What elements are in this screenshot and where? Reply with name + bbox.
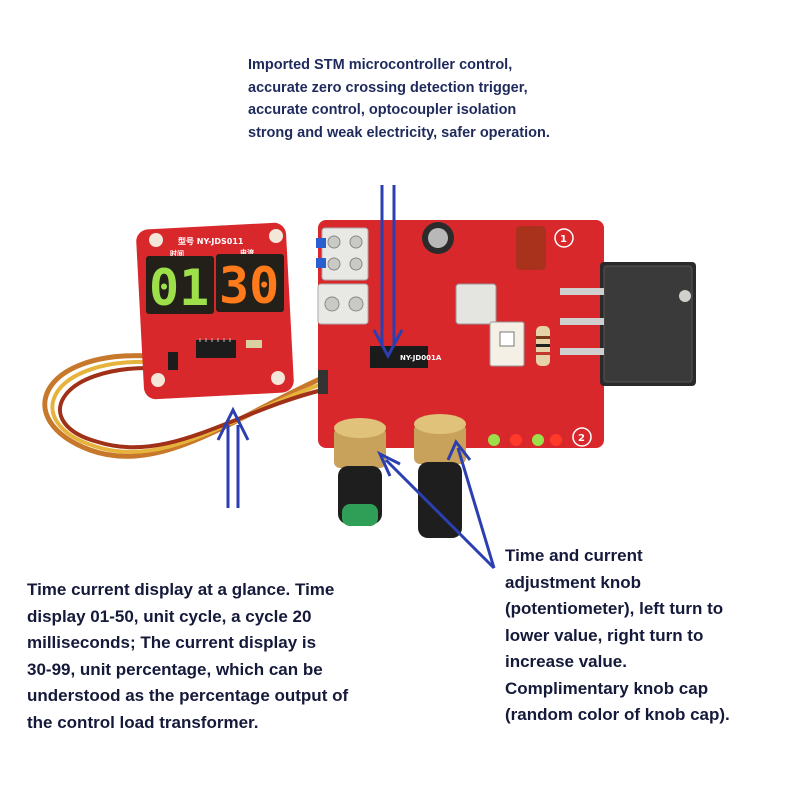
arrow-mcu (372, 185, 404, 360)
time-label: 时间 (170, 249, 184, 258)
current-display (216, 254, 284, 312)
display-model-label: 型号 NY-JDS011 (178, 236, 244, 246)
display-board: 型号 NY-JDS011 时间 电流 01 30 (136, 222, 294, 400)
caption-display: Time current display at a glance. Time d… (27, 580, 349, 732)
current-label: 电流 (240, 248, 254, 257)
main-board: NY-JD001A 1 2 (316, 220, 604, 448)
ribbon-cable (42, 353, 325, 459)
time-display (146, 256, 214, 314)
marker-2: 2 (578, 433, 585, 444)
arrow-knobs (376, 439, 496, 570)
time-value: 01 (149, 259, 209, 317)
arrow-display (216, 406, 250, 508)
driver-chip (196, 340, 236, 358)
current-knob (414, 414, 466, 538)
time-knob (334, 418, 386, 526)
current-value: 30 (219, 257, 279, 315)
marker-1: 1 (560, 234, 567, 245)
caption-mcu: Imported STM microcontroller control, ac… (248, 57, 550, 141)
triac-module (560, 262, 696, 386)
caption-knobs: Time and current adjustment knob (potent… (505, 546, 730, 724)
main-model-label: NY-JD001A (400, 354, 442, 362)
